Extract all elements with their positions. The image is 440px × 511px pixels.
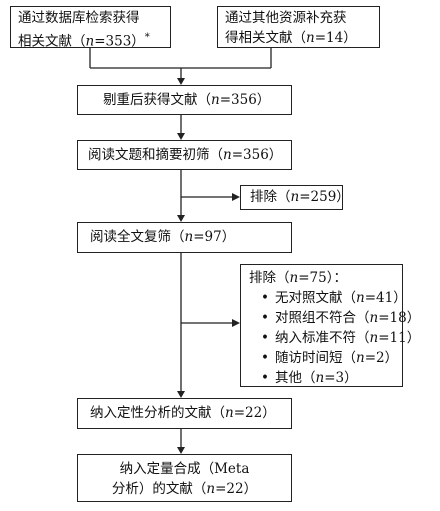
database-source-line2: 相关文献（n=353）* — [18, 32, 150, 50]
qualitative-analysis-box: 纳入定性分析的文献（n=22） — [77, 398, 292, 429]
footnote-mark: * — [144, 32, 150, 43]
title-abstract-screen-box: 阅读文题和摘要初筛（n=356） — [77, 140, 292, 170]
exclusion-reasons-list: 无对照文献（n=41） 对照组不符合（n=18） 纳入标准不符（n=11） 随访… — [249, 288, 420, 388]
other-source-line1: 通过其他资源补充获 — [225, 10, 347, 26]
list-item: 对照组不符合（n=18） — [249, 308, 420, 328]
fulltext-screen-box: 阅读全文复筛（n=97） — [77, 222, 292, 253]
other-source-line2: 得相关文献（n=14） — [225, 30, 357, 46]
dedup-box: 剔重后获得文献（n=356） — [77, 85, 292, 115]
list-item: 纳入标准不符（n=11） — [249, 328, 420, 348]
database-source-line1: 通过数据库检索获得 — [18, 10, 140, 26]
exclusion-box-2: 排除（n=75）： 无对照文献（n=41） 对照组不符合（n=18） 纳入标准不… — [240, 264, 420, 388]
list-item: 无对照文献（n=41） — [249, 288, 407, 308]
list-item: 其他（n=3） — [249, 368, 402, 388]
exclusion-box-1: 排除（n=259） — [240, 185, 350, 210]
other-source-box: 通过其他资源补充获 得相关文献（n=14） — [217, 6, 380, 48]
database-source-box: 通过数据库检索获得 相关文献（n=353）* — [10, 6, 171, 50]
meta-analysis-box: 纳入定量合成（Meta 分析）的文献（n=22） — [77, 454, 292, 502]
list-item: 随访时间短（n=2） — [249, 348, 402, 368]
